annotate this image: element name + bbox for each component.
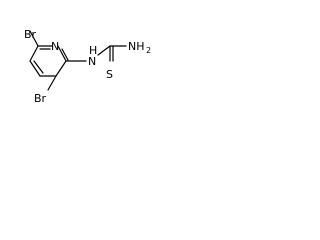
bond-n-c2-inner: [61, 48, 69, 61]
atom-br-bottom: Br: [34, 92, 47, 105]
atom-nh2: NH: [128, 40, 145, 53]
atom-s: S: [106, 68, 113, 81]
structure-canvas: Br Br N N H NH 2 S: [0, 0, 190, 109]
molecule-drawing: Br Br N N H NH 2 S: [24, 28, 151, 105]
bond-c2-c3: [55, 60, 67, 77]
bond-nh-c: [97, 45, 111, 56]
bond-c6-br: [29, 30, 39, 47]
bond-n-c2: [57, 45, 67, 62]
atom-n-amine: N: [88, 55, 96, 68]
atom-br-top: Br: [24, 28, 37, 41]
bond-c4-c5: [29, 60, 41, 77]
bond-c5-c6: [29, 45, 39, 62]
bonds: [29, 30, 127, 91]
atom-h-amine: H: [89, 44, 97, 57]
atom-n-ring: N: [51, 40, 59, 53]
atom-nh2-subscript: 2: [146, 46, 151, 55]
bond-c4-c5-inner: [33, 60, 44, 74]
bond-c3-br: [47, 75, 57, 91]
